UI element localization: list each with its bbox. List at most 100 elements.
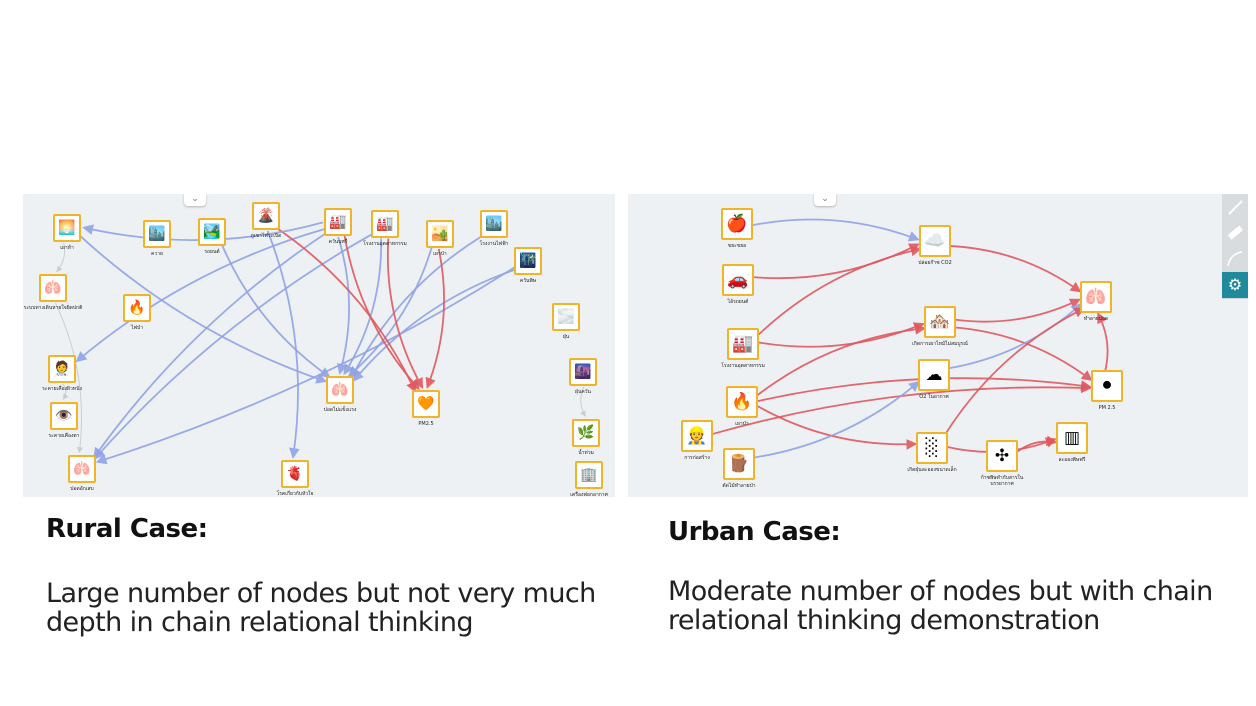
- map-node-r11[interactable]: 🔥ไฟป่า: [107, 294, 167, 331]
- node-label: ภูเขาไฟระเบิด: [250, 233, 282, 239]
- map-node-u13[interactable]: ✣ก้าซพิษทำกับสารในบรรยากาศ: [972, 440, 1032, 487]
- map-node-u5[interactable]: 🏭โรงงานอุตสาหกรรม: [713, 328, 773, 369]
- edge-r5-r19[interactable]: [93, 231, 328, 459]
- map-node-u9[interactable]: 🔥เผาป่า: [712, 386, 772, 427]
- edge-r7-r15[interactable]: [425, 248, 445, 389]
- map-node-r16[interactable]: 🌆ฝุ่นควัน: [553, 358, 613, 395]
- map-node-r17[interactable]: 👁️ระคายเคืองตา: [34, 402, 94, 439]
- node-image-icon: 🪵: [723, 448, 755, 480]
- edge-r4-r15[interactable]: [275, 226, 417, 393]
- edge-u7-u4[interactable]: [947, 303, 1083, 370]
- eraser-icon[interactable]: [1222, 220, 1248, 247]
- edge-r10-r19[interactable]: [54, 302, 83, 454]
- map-node-r9[interactable]: 🌃ควันพิษ: [498, 247, 558, 284]
- map-node-u10[interactable]: 👷การก่อสร้าง: [667, 420, 727, 461]
- edge-u5-u3[interactable]: [755, 245, 922, 338]
- node-label: โรคเกี่ยวกับหัวใจ: [276, 491, 314, 497]
- node-image-icon: 🔥: [123, 294, 151, 322]
- map-node-r6[interactable]: 🏭โรงงานอุตสาหกรรม: [355, 210, 415, 247]
- edge-r7-r14[interactable]: [347, 246, 433, 377]
- edge-u6-u8[interactable]: [953, 326, 1093, 382]
- edge-u1-u3[interactable]: [751, 218, 920, 242]
- edge-r6-r15[interactable]: [386, 238, 424, 389]
- map-node-r8[interactable]: 🏙️โรงงานไฟฟ้า: [464, 210, 524, 247]
- edge-r5-r15[interactable]: [343, 235, 420, 391]
- chevron-down-icon[interactable]: ⌄: [814, 194, 836, 206]
- node-image-icon: ⚫: [1091, 370, 1123, 402]
- connector-icon[interactable]: [1222, 246, 1248, 273]
- rural-case-description: Large number of nodes but not very much …: [46, 578, 596, 638]
- edge-u9-u6[interactable]: [755, 323, 927, 398]
- map-node-u1[interactable]: 🍎ขยะขยอ: [707, 208, 767, 249]
- node-label: ละอองพิษฟรี: [1058, 457, 1086, 463]
- node-image-icon: 🌃: [514, 247, 542, 275]
- map-node-u11[interactable]: 🪵ตัดไม้ทำลายป่า: [709, 448, 769, 489]
- map-node-r12[interactable]: 🌫️ฝุ่น: [536, 303, 596, 340]
- map-node-u12[interactable]: ░เกิดฝุ่นละอองขนาดเล็ก: [902, 432, 962, 473]
- map-node-r19[interactable]: 🫁 ปอดอักเสบ: [52, 455, 112, 492]
- node-image-icon: ✣: [986, 440, 1018, 472]
- edge-u8-u4[interactable]: [1097, 312, 1109, 372]
- map-node-u14[interactable]: ▥ละอองพิษฟรี: [1042, 422, 1102, 463]
- node-image-icon: 🏙️: [143, 220, 171, 248]
- edge-r13-r17[interactable]: [62, 383, 69, 400]
- node-label: ฝุ่น: [562, 334, 570, 340]
- map-node-r5[interactable]: 🏭ควันบุหรี่: [308, 208, 368, 245]
- node-label: ควันบุหรี่: [328, 239, 348, 245]
- chevron-down-icon[interactable]: ⌄: [184, 194, 206, 206]
- edge-r1-r10[interactable]: [56, 242, 66, 273]
- edge-u3-u4[interactable]: [949, 245, 1082, 293]
- edge-r1-r14[interactable]: [79, 234, 328, 384]
- node-label: O2 ในอากาศ: [919, 394, 949, 400]
- edge-r8-r14[interactable]: [350, 234, 485, 380]
- edge-r9-r19[interactable]: [95, 266, 515, 465]
- edge-u13-u14[interactable]: [1015, 435, 1058, 453]
- edge-u9-u12[interactable]: [756, 404, 918, 450]
- node-image-icon: ░: [916, 432, 948, 464]
- map-node-r14[interactable]: 🫁ปอดไม่แข็งแรง: [310, 376, 370, 413]
- map-node-r20[interactable]: 🫀 โรคเกี่ยวกับหัวใจ: [265, 460, 325, 497]
- node-label: ไอ้รถยนต์: [727, 299, 749, 305]
- map-node-u2[interactable]: 🚗ไอ้รถยนต์: [708, 264, 768, 305]
- node-image-icon: 🫁: [1080, 281, 1112, 313]
- edge-u2-u3[interactable]: [752, 243, 920, 280]
- map-node-u6[interactable]: 🏘️เกิดการเผาไหม้ไม่สมบูรณ์: [910, 306, 970, 347]
- map-node-u4[interactable]: 🫁ทำลายปอด: [1066, 281, 1126, 322]
- edge-r16-r18[interactable]: [580, 386, 586, 417]
- map-node-r10[interactable]: 🫁ระบบทางเดินหายใจผิดปกติ: [23, 274, 83, 311]
- map-node-r4[interactable]: 🌋ภูเขาไฟระเบิด: [236, 202, 296, 239]
- map-node-r1[interactable]: 🌅เผาห้า: [37, 214, 97, 251]
- map-node-r18[interactable]: 🌿น้ำท่วม: [556, 419, 615, 456]
- map-node-r13[interactable]: 🧑‍⚕️ระคายเคืองผิวหนัง: [32, 355, 92, 392]
- node-label: รถยนต์: [204, 249, 220, 255]
- edge-r5-r14[interactable]: [337, 236, 350, 375]
- map-node-r2[interactable]: 🏙️ ควาย: [127, 220, 187, 257]
- edge-r9-r14[interactable]: [352, 268, 516, 382]
- node-label: ปอดอักเสบ: [70, 486, 94, 492]
- map-node-u8[interactable]: ⚫PM 2.5: [1077, 370, 1137, 411]
- edge-u11-u7[interactable]: [752, 380, 920, 459]
- node-label: PM2.5: [418, 421, 434, 427]
- map-node-r15[interactable]: 🧡 PM2.5: [396, 390, 456, 427]
- map-node-r7[interactable]: 🏜️เผาป่า: [410, 220, 470, 257]
- edge-u12-u4[interactable]: [942, 307, 1086, 439]
- brush-icon[interactable]: [1222, 194, 1248, 221]
- edge-u5-u6[interactable]: [757, 322, 925, 348]
- edge-r6-r19[interactable]: [94, 232, 374, 460]
- node-image-icon: 🫁: [68, 455, 96, 483]
- map-node-r21[interactable]: 🏢เครื่องฟอกอากาศ: [559, 461, 615, 497]
- gear-icon[interactable]: ⚙: [1222, 272, 1248, 299]
- map-node-u7[interactable]: ☁O2 ในอากาศ: [904, 359, 964, 400]
- map-node-u3[interactable]: ☁️ปล่อยก๊าซ CO2: [905, 225, 965, 266]
- node-image-icon: 🫀: [281, 460, 309, 488]
- node-label: ปล่อยก๊าซ CO2: [918, 260, 952, 266]
- node-image-icon: 🧡: [412, 390, 440, 418]
- node-label: ขยะขยอ: [727, 243, 747, 249]
- edge-u6-u4[interactable]: [954, 298, 1081, 323]
- edge-r4-r20[interactable]: [266, 230, 300, 459]
- map-node-r3[interactable]: 🏞️รถยนต์: [182, 218, 242, 255]
- node-label: ควาย: [151, 251, 163, 257]
- edge-r3-r14[interactable]: [220, 243, 331, 378]
- node-image-icon: 🔥: [726, 386, 758, 418]
- edge-r5-r13[interactable]: [75, 228, 326, 363]
